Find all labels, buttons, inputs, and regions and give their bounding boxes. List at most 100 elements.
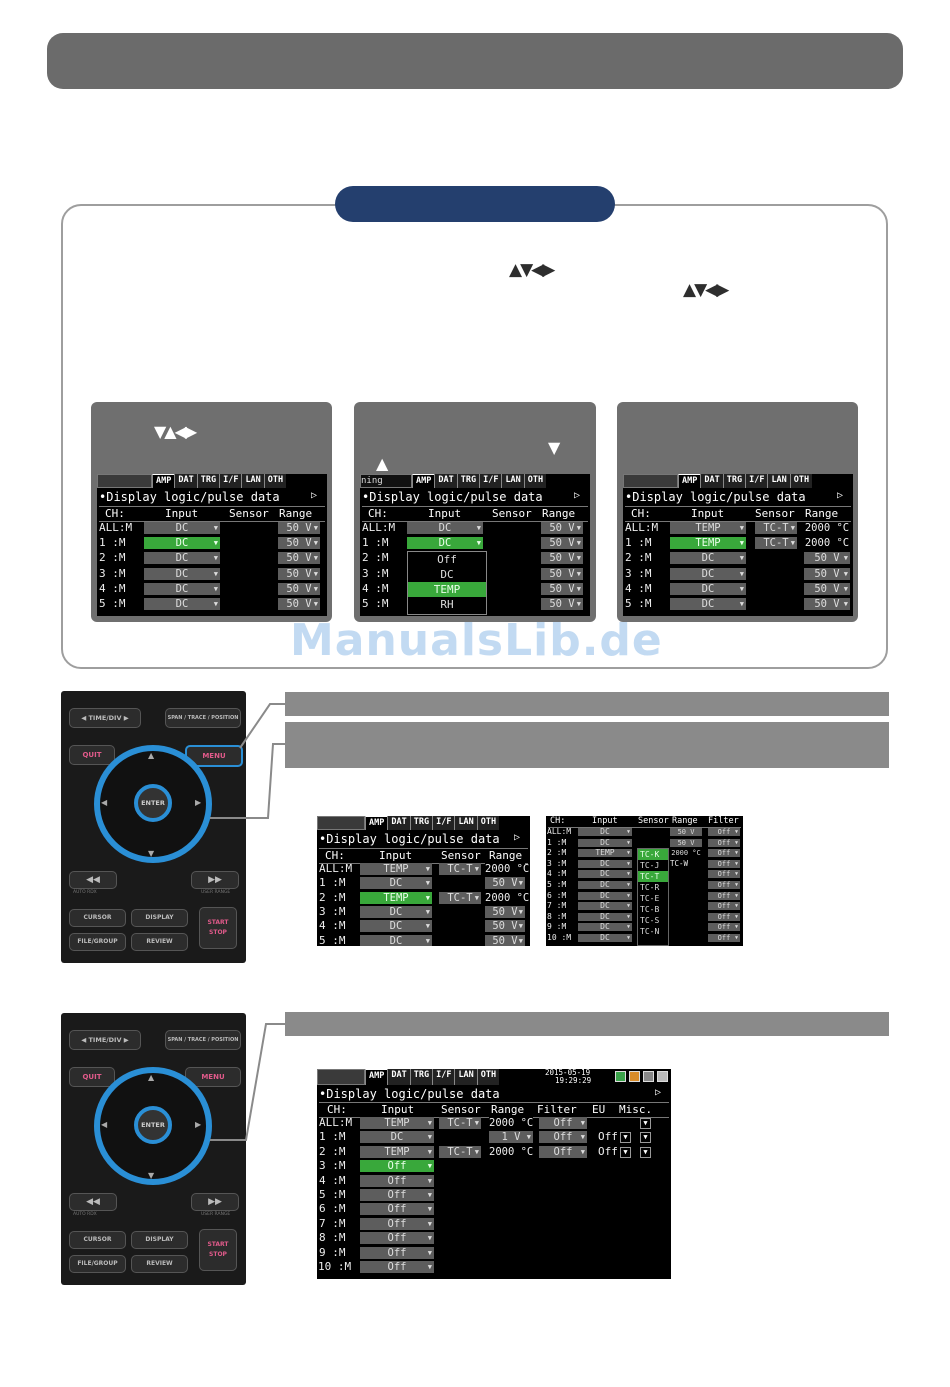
filter-select[interactable]: Off▼ (708, 870, 740, 879)
input-select[interactable]: TEMP▼ (360, 891, 432, 904)
tab-amp[interactable]: AMP (365, 816, 388, 830)
sensor-option[interactable]: TC-B (640, 905, 660, 914)
range-select[interactable]: 50 V▼ (278, 598, 320, 610)
input-select[interactable]: Off▼ (360, 1160, 434, 1173)
tab-if[interactable]: I/F (219, 474, 242, 488)
up-key-icon[interactable]: ▲ (148, 751, 155, 760)
tab-amp[interactable]: AMP (152, 474, 175, 488)
filter-select[interactable]: Off▼ (708, 912, 740, 921)
input-select[interactable]: Off▼ (360, 1189, 434, 1201)
sensor-option[interactable]: TC-J (640, 861, 660, 870)
range-select[interactable]: 50 V▼ (485, 920, 525, 933)
input-select[interactable]: DC▼ (144, 537, 220, 550)
range-select[interactable]: 2000 °C (489, 1117, 533, 1129)
range-select[interactable]: 2000 °C (670, 849, 702, 858)
range-select[interactable]: 50 V▼ (485, 934, 525, 946)
cursor-button[interactable]: CURSOR (69, 1231, 126, 1249)
time-div-button[interactable]: ◀ TIME/DIV ▶ (69, 708, 141, 728)
input-select[interactable]: DC▼ (578, 912, 632, 921)
range-select[interactable]: 50 V▼ (278, 522, 320, 534)
cursor-button[interactable]: CURSOR (69, 909, 126, 927)
next-page-icon[interactable]: ▷ (310, 490, 317, 501)
input-select[interactable]: Off▼ (360, 1261, 434, 1273)
review-button[interactable]: REVIEW (131, 1255, 188, 1273)
tab-amp[interactable]: AMP (365, 1069, 388, 1085)
input-select[interactable]: DC▼ (578, 923, 632, 932)
input-select[interactable]: DC▼ (578, 828, 632, 836)
tab-dat[interactable]: DAT (387, 816, 410, 830)
sensor-option[interactable]: TC-S (640, 916, 660, 925)
eu-dropdown-icon[interactable]: ▼ (620, 1132, 631, 1144)
input-select[interactable]: DC▼ (578, 859, 632, 868)
input-select[interactable]: DC▼ (578, 838, 632, 847)
display-button[interactable]: DISPLAY (131, 909, 188, 927)
range-select[interactable]: 50 V▼ (804, 598, 850, 610)
tab-dat[interactable]: DAT (434, 474, 457, 488)
input-select[interactable]: DC▼ (578, 881, 632, 889)
tab-if[interactable]: I/F (479, 474, 502, 488)
sensor-option[interactable]: TC-K (638, 849, 668, 860)
filter-select[interactable]: Off▼ (708, 881, 740, 889)
range-select[interactable]: 50 V▼ (541, 567, 583, 580)
tab-trg[interactable]: TRG (456, 474, 480, 488)
quit-button[interactable]: QUIT (69, 1067, 115, 1087)
eu-value[interactable]: Off (598, 1144, 618, 1158)
range-select[interactable]: 2000 °C (804, 537, 850, 550)
next-page-icon[interactable]: ▷ (573, 490, 580, 501)
range-select[interactable]: 50 V▼ (541, 537, 583, 550)
range-select[interactable]: 50 V▼ (541, 522, 583, 534)
up-key-icon[interactable]: ▲ (148, 1073, 155, 1082)
range-select[interactable]: 50 V▼ (278, 567, 320, 580)
input-select[interactable]: DC▼ (670, 567, 746, 580)
range-select[interactable]: 50 V (670, 838, 702, 847)
filter-select[interactable]: Off▼ (539, 1117, 587, 1129)
sensor-select[interactable]: TC-T▼ (439, 1145, 481, 1158)
input-select[interactable]: DC▼ (578, 891, 632, 900)
range-select[interactable]: 2000 °C (485, 863, 529, 875)
range-select[interactable]: 2000 °C (489, 1145, 533, 1158)
sensor-option[interactable]: TC-R (640, 883, 660, 892)
tab-oth[interactable]: OTH (476, 816, 500, 830)
filter-select[interactable]: Off▼ (539, 1145, 587, 1158)
misc-dropdown-icon[interactable]: ▼ (640, 1118, 651, 1129)
tab-oth[interactable]: OTH (789, 474, 813, 488)
down-key-icon[interactable]: ▼ (148, 849, 155, 858)
fast-forward-button[interactable]: ▶▶ (191, 1193, 239, 1211)
eu-value[interactable]: Off (598, 1130, 618, 1144)
filter-select[interactable]: Off▼ (708, 891, 740, 900)
input-select[interactable]: TEMP▼ (360, 1117, 434, 1129)
input-select[interactable]: DC▼ (360, 905, 432, 918)
input-select[interactable]: Off▼ (360, 1246, 434, 1259)
tab-dat[interactable]: DAT (387, 1069, 410, 1085)
tab-lan[interactable]: LAN (241, 474, 264, 488)
tab-trg[interactable]: TRG (409, 1069, 433, 1085)
filter-select[interactable]: Off▼ (708, 923, 740, 932)
fast-forward-button[interactable]: ▶▶ (191, 871, 239, 889)
tab-if[interactable]: I/F (745, 474, 768, 488)
input-select[interactable]: TEMP▼ (670, 522, 746, 534)
right-key-icon[interactable]: ▶ (195, 798, 202, 807)
sensor-select[interactable]: TC-T▼ (755, 537, 797, 550)
input-select[interactable]: DC▼ (144, 598, 220, 610)
tab-oth[interactable]: OTH (263, 474, 287, 488)
input-select[interactable]: DC▼ (670, 582, 746, 595)
input-select[interactable]: TEMP▼ (360, 863, 432, 875)
input-select[interactable]: Off▼ (360, 1217, 434, 1230)
sensor-select[interactable]: TC-T▼ (439, 891, 481, 904)
range-select[interactable]: 2000 °C (804, 522, 850, 534)
input-select[interactable]: DC▼ (578, 902, 632, 911)
input-select[interactable]: DC▼ (144, 522, 220, 534)
range-select[interactable]: 50 V▼ (278, 552, 320, 565)
filter-select[interactable]: Off▼ (708, 859, 740, 868)
input-select[interactable]: Off▼ (360, 1174, 434, 1187)
span-trace-position-button[interactable]: SPAN / TRACE / POSITION (165, 708, 241, 728)
input-select[interactable]: DC▼ (360, 877, 432, 890)
sensor-option[interactable]: TC-E (640, 894, 660, 903)
tab-trg[interactable]: TRG (196, 474, 220, 488)
filter-select[interactable]: Off▼ (708, 849, 740, 858)
start-stop-button[interactable]: START STOP (199, 907, 237, 949)
input-select[interactable]: TEMP▼ (670, 537, 746, 550)
input-select[interactable]: DC▼ (144, 582, 220, 595)
